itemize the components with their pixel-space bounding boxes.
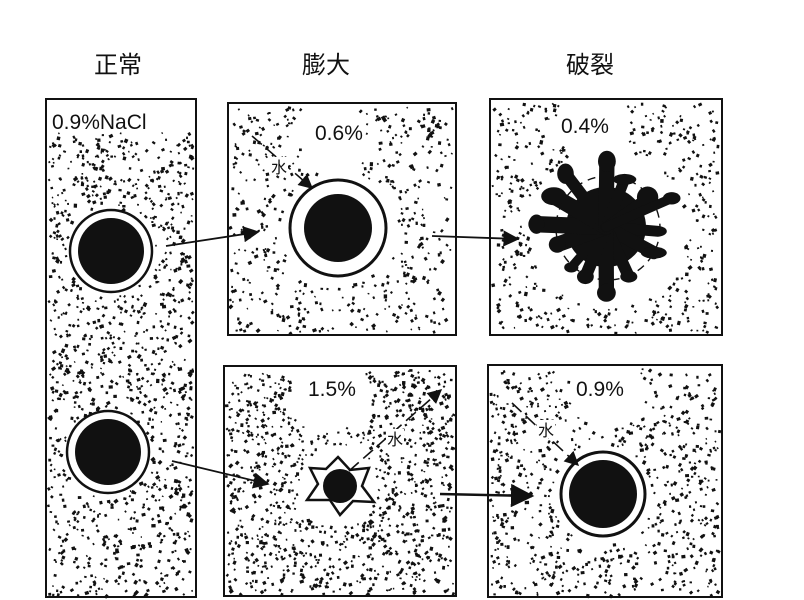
shrunken-cell <box>304 455 377 518</box>
concentration-label-swelling: 0.6% <box>315 122 363 145</box>
water-label-shrinking: 水 <box>387 430 403 449</box>
normal-cell-top <box>68 208 154 294</box>
panel-swelling-solution: 0.6% 水 <box>227 102 457 336</box>
transition-arrow-swelling-to-rupture <box>431 230 520 247</box>
panel-isotonic-solution: 0.9% 水 <box>487 364 723 599</box>
water-label-isotonic: 水 <box>538 421 554 440</box>
transition-arrow-normal-to-swelling <box>165 226 260 247</box>
concentration-label-shrinking: 1.5% <box>308 378 356 401</box>
water-label-swelling: 水 <box>271 158 287 177</box>
restored-cell <box>559 450 647 538</box>
concentration-label-rupture: 0.4% <box>561 115 609 138</box>
transition-arrow-normal-to-shrinking <box>171 460 270 489</box>
column-header-normal: 正常 <box>94 51 142 79</box>
concentration-label-normal: 0.9%NaCl <box>52 111 147 134</box>
ruptured-cell <box>528 150 681 302</box>
normal-cell-bottom <box>65 409 151 495</box>
panel-normal-solution: 0.9%NaCl <box>45 98 197 599</box>
swollen-cell <box>288 178 388 278</box>
concentration-label-isotonic: 0.9% <box>576 378 624 401</box>
column-header-swelling: 膨大 <box>302 51 350 79</box>
transition-arrow-shrinking-to-isotonic <box>439 483 535 508</box>
panel-rupture-solution: 0.4% <box>489 98 723 336</box>
column-header-rupture: 破裂 <box>566 51 614 79</box>
